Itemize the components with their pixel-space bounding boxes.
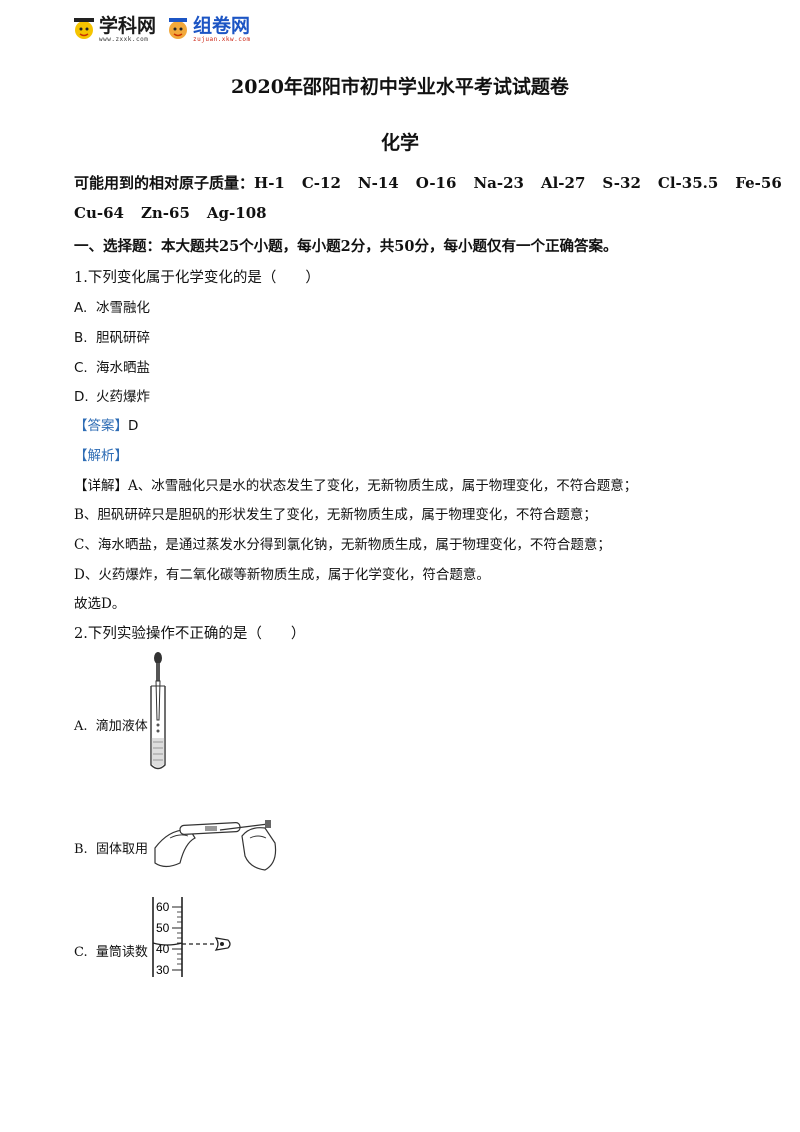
atom-mass: Cl-35.5 xyxy=(657,174,719,192)
section-heading: 一、选择题：本大题共25个小题，每小题2分，共50分，每小题仅有一个正确答案。 xyxy=(74,238,618,255)
answer-value: D xyxy=(128,418,139,434)
measuring-cylinder-illustration: 60 50 40 30 xyxy=(152,897,231,977)
q1-option-b: B.胆矾研碎 xyxy=(74,330,150,346)
atomic-masses-line-1: 可能用到的相对原子质量：H-1 C-12 N-14 O-16 Na-23 Al-27 S-3… xyxy=(74,172,782,193)
question-1-stem: 1.下列变化属于化学变化的是（ ） xyxy=(74,270,320,286)
zujuan-logo-url: zujuan.xkw.com xyxy=(193,36,251,43)
page-title: 2020年邵阳市初中学业水平考试试题卷 xyxy=(231,76,569,98)
q2-option-b-label: B. 固体取用 xyxy=(74,842,148,857)
cylinder-tick-50: 50 xyxy=(156,921,170,935)
zujuan-logo-name: 组卷网 xyxy=(193,15,251,37)
test-tube-hands-illustration xyxy=(154,820,277,871)
atom-mass: N-14 xyxy=(357,174,399,192)
dropper-test-tube-illustration xyxy=(150,652,166,770)
atom-mass: O-16 xyxy=(415,174,457,192)
subject-title: 化学 xyxy=(380,132,419,154)
q1-answer: 【答案】D xyxy=(74,414,138,434)
atomic-masses-line-2: Cu-64 Zn-65 Ag-108 xyxy=(74,204,284,222)
atom-mass: C-12 xyxy=(301,174,341,192)
atom-mass: H-1 xyxy=(254,174,285,192)
zxxk-logo[interactable]: 学科网 www.zxxk.com xyxy=(72,15,156,45)
answer-tag: 【答案】 xyxy=(74,418,128,434)
mascot-icon xyxy=(74,18,94,39)
atom-mass: Al-27 xyxy=(540,174,586,192)
zujuan-logo[interactable]: 组卷网 zujuan.xkw.com xyxy=(166,15,251,45)
atom-mass: Ag-108 xyxy=(206,204,267,222)
q1-explanation-c: C、海水晒盐，是通过蒸发水分得到氯化钠，无新物质生成，属于物理变化，不符合题意； xyxy=(74,537,611,553)
q1-conclusion: 故选D。 xyxy=(74,596,126,612)
detail-tag: 【详解】 xyxy=(74,478,128,494)
zxxk-logo-url: www.zxxk.com xyxy=(99,36,149,43)
cylinder-tick-30: 30 xyxy=(156,963,170,977)
question-2-stem: 2.下列实验操作不正确的是（ ） xyxy=(74,626,306,642)
q1-option-d: D.火药爆炸 xyxy=(74,389,150,405)
q2-option-c-label: C. 量筒读数 xyxy=(74,945,148,960)
cylinder-tick-60: 60 xyxy=(156,900,170,914)
q2-option-a-label: A. 滴加液体 xyxy=(74,719,148,734)
q1-analysis-tag: 【解析】 xyxy=(74,448,128,464)
mascot-icon xyxy=(169,18,188,39)
atom-mass: Zn-65 xyxy=(140,204,190,222)
atom-mass: Cu-64 xyxy=(74,204,124,222)
zxxk-logo-name: 学科网 xyxy=(99,15,157,37)
atom-mass: Fe-56 xyxy=(735,174,782,192)
header-logos: 学科网 www.zxxk.com 组卷网 zujuan.xkw.com xyxy=(72,10,251,50)
atom-mass: S-32 xyxy=(602,174,641,192)
atomic-masses-label: 可能用到的相对原子质量： xyxy=(74,174,255,192)
q1-explanation-b: B、胆矾研碎只是胆矾的形状发生了变化，无新物质生成，属于物理变化，不符合题意； xyxy=(74,507,597,523)
atom-mass: Na-23 xyxy=(473,174,524,192)
q1-option-a: A.冰雪融化 xyxy=(74,300,150,316)
q1-explanation-d: D、火药爆炸，有二氧化碳等新物质生成，属于化学变化，符合题意。 xyxy=(74,567,490,583)
q1-option-c: C.海水晒盐 xyxy=(74,360,150,376)
q1-explanation-a: 【详解】A、冰雪融化只是水的状态发生了变化，无新物质生成，属于物理变化，不符合题… xyxy=(74,478,638,494)
